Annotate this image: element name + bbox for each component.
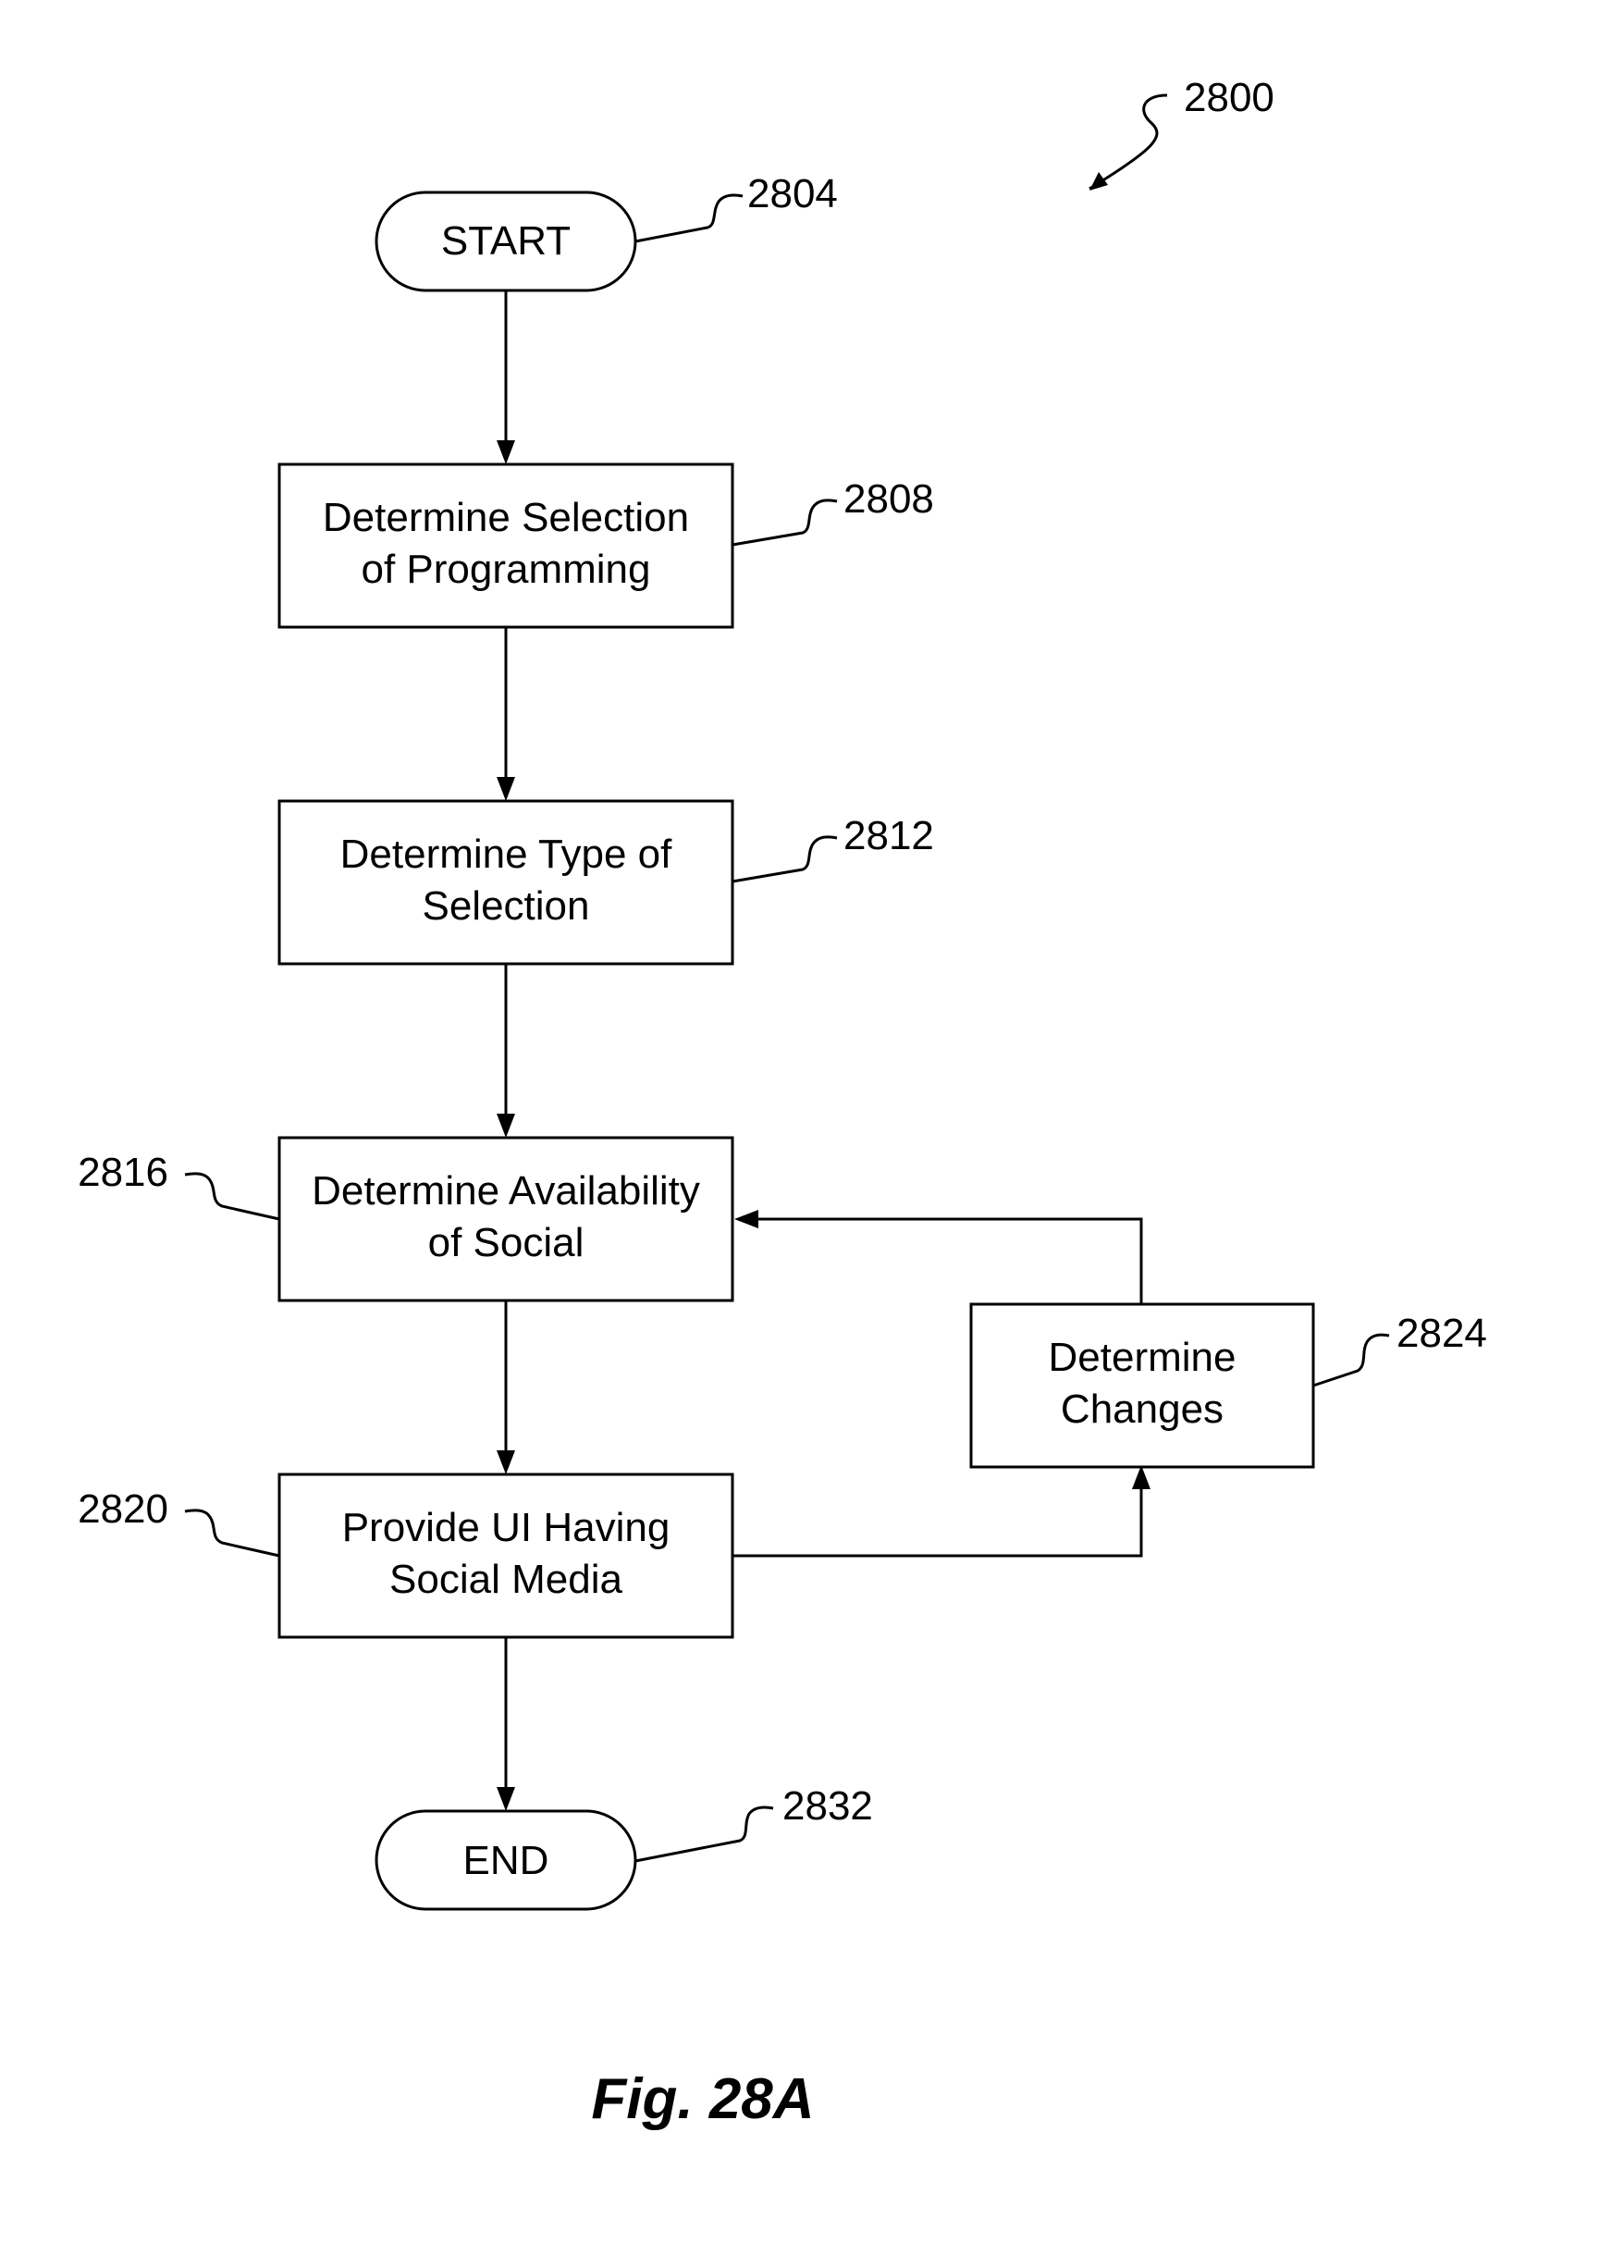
type-ref-label: 2812 [843, 813, 934, 858]
selection-ref-label: 2808 [843, 476, 934, 522]
figure-ref-group: 2800 [1089, 75, 1274, 191]
end-terminal: END [376, 1811, 635, 1909]
availability-ref-leader [185, 1174, 279, 1219]
figure-ref-label: 2800 [1184, 75, 1274, 120]
changes-ref-leader [1313, 1335, 1389, 1386]
figure-caption: Fig. 28A [591, 2067, 814, 2131]
start-terminal-label: START [441, 218, 571, 264]
step-determine-selection-box [279, 464, 732, 627]
type-ref-leader [732, 837, 837, 881]
arrowhead-changes-to-availability [734, 1210, 758, 1228]
arrow-provide-to-changes [732, 1487, 1141, 1556]
step-determine-selection-line2: of Programming [361, 547, 650, 592]
step-provide-ui-box [279, 1474, 732, 1637]
provide-ref-leader [185, 1510, 279, 1556]
step-determine-availability: Determine Availability of Social [279, 1138, 732, 1300]
step-determine-availability-box [279, 1138, 732, 1300]
end-ref-label: 2832 [782, 1783, 873, 1829]
step-determine-selection-line1: Determine Selection [323, 495, 689, 540]
start-ref-label: 2804 [747, 171, 838, 216]
arrowhead-provide-to-end [497, 1787, 515, 1811]
step-determine-changes: Determine Changes [971, 1304, 1313, 1467]
selection-ref-leader [732, 500, 837, 545]
arrow-changes-to-availability [757, 1219, 1141, 1304]
arrowhead-type-to-availability [497, 1114, 515, 1138]
provide-ref-label: 2820 [78, 1486, 168, 1532]
changes-ref-label: 2824 [1396, 1311, 1487, 1356]
step-determine-changes-line1: Determine [1049, 1335, 1236, 1380]
step-provide-ui-line1: Provide UI Having [342, 1505, 671, 1550]
step-determine-type: Determine Type of Selection [279, 801, 732, 964]
start-ref-leader [635, 195, 743, 241]
step-determine-selection: Determine Selection of Programming [279, 464, 732, 627]
figure-ref-arrowhead [1089, 172, 1108, 191]
availability-ref-label: 2816 [78, 1150, 168, 1195]
step-provide-ui: Provide UI Having Social Media [279, 1474, 732, 1637]
step-determine-type-box [279, 801, 732, 964]
start-terminal: START [376, 192, 635, 290]
figure-ref-leader [1089, 95, 1167, 189]
step-determine-availability-line1: Determine Availability [312, 1168, 700, 1214]
arrowhead-provide-to-changes [1132, 1465, 1150, 1489]
step-determine-changes-line2: Changes [1061, 1387, 1224, 1432]
step-determine-type-line2: Selection [422, 883, 589, 929]
step-provide-ui-line2: Social Media [389, 1557, 622, 1602]
step-determine-type-line1: Determine Type of [340, 832, 672, 877]
end-ref-leader [635, 1807, 773, 1861]
arrowhead-selection-to-type [497, 777, 515, 801]
arrowhead-start-to-selection [497, 440, 515, 464]
step-determine-availability-line2: of Social [428, 1220, 584, 1265]
step-determine-changes-box [971, 1304, 1313, 1467]
end-terminal-label: END [463, 1838, 549, 1883]
arrowhead-availability-to-provide [497, 1450, 515, 1474]
